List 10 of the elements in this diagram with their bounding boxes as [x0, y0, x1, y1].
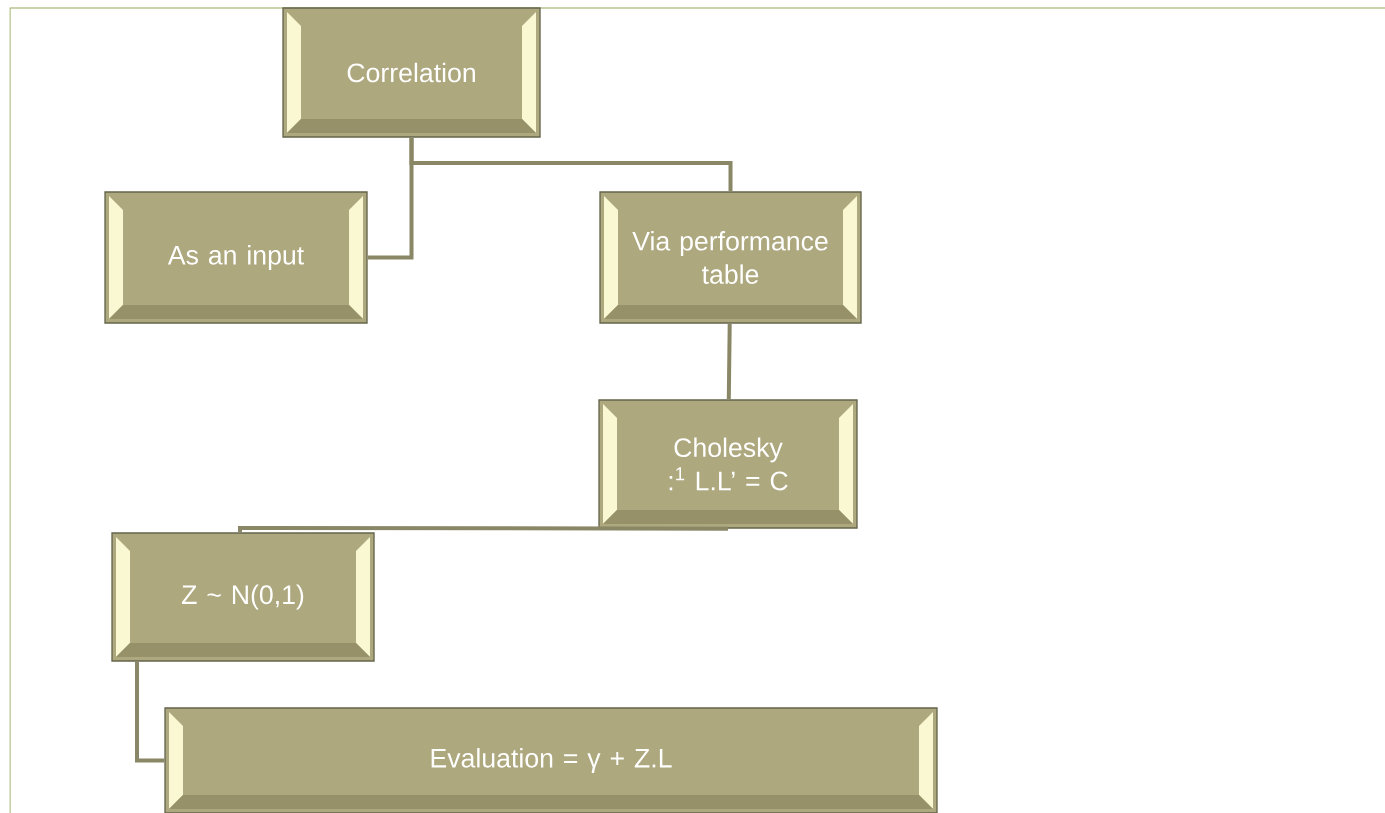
process-box: Via performance table [599, 191, 862, 324]
process-box: Evaluation = γ + Z.L [164, 707, 938, 813]
connector [135, 661, 165, 763]
process-box: Cholesky :$^{1}$ L.L’ = C [598, 399, 858, 529]
process-box: As an input [104, 191, 368, 324]
connector [726, 323, 732, 400]
connector [409, 137, 733, 192]
process-box: Z ~ N(0,1) [111, 532, 375, 662]
process-box: Correlation [282, 7, 541, 138]
connector [238, 526, 728, 533]
